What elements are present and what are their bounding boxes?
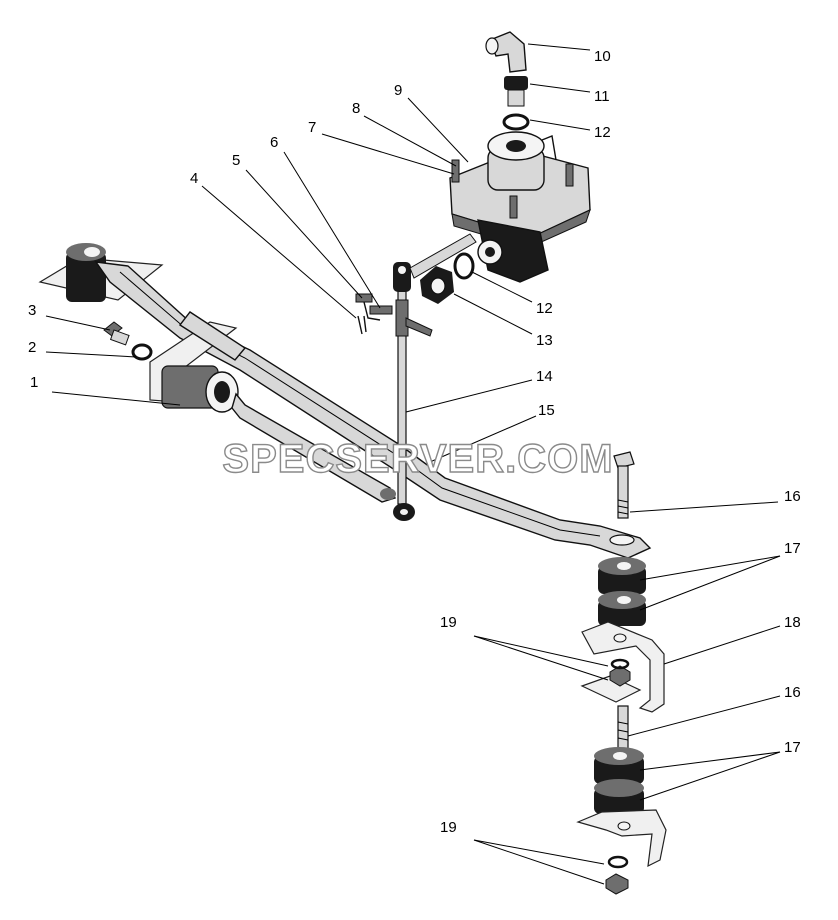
- brake-valve: [449, 131, 591, 283]
- cross-shaft: [178, 311, 396, 503]
- callout-11: 11: [594, 88, 610, 105]
- callout-1: 1: [30, 374, 38, 391]
- lower-mount-plate: [576, 809, 667, 868]
- adapter-nipple: [504, 76, 528, 107]
- sealing-ring-top: [502, 113, 530, 131]
- watermark-text: SPECSERVER.COM: [222, 437, 613, 481]
- callout-18: 18: [784, 614, 801, 631]
- union-fitting: [420, 266, 454, 304]
- callout-15: 15: [538, 402, 555, 419]
- callout-17-upper: 17: [784, 540, 801, 557]
- callout-13: 13: [536, 332, 553, 349]
- clevis-pin: [369, 305, 393, 315]
- callout-2: 2: [28, 339, 36, 356]
- cotter-pin: [357, 315, 367, 335]
- bolt-3: [103, 321, 130, 346]
- callout-16-lower: 16: [784, 684, 801, 701]
- elbow-fitting: [485, 31, 527, 73]
- callout-9: 9: [394, 82, 402, 99]
- rubber-bushing-lower-1: [594, 747, 644, 784]
- valve-arm: [409, 233, 477, 279]
- callout-17-lower: 17: [784, 739, 801, 756]
- bolt-16-upper: [613, 451, 635, 519]
- callout-19-lower: 19: [440, 819, 457, 836]
- rubber-bushing-upper-2: [598, 591, 646, 626]
- callout-14: 14: [536, 368, 553, 385]
- washer-2: [131, 343, 153, 361]
- callout-6: 6: [270, 134, 278, 151]
- left-bushing: [66, 243, 106, 302]
- callout-4: 4: [190, 170, 198, 187]
- nut-washer-lower: [605, 855, 629, 895]
- callout-10: 10: [594, 48, 611, 65]
- callout-19-upper: 19: [440, 614, 457, 631]
- rubber-bushing-lower-2: [594, 779, 644, 814]
- callout-16-upper: 16: [784, 488, 801, 505]
- callout-12-top: 12: [594, 124, 611, 141]
- callout-5: 5: [232, 152, 240, 169]
- callout-7: 7: [308, 119, 316, 136]
- nut-washer-upper: [609, 658, 631, 687]
- rubber-bushing-upper-1: [598, 557, 646, 594]
- leader-lines: [45, 43, 781, 885]
- u-bracket: [580, 621, 665, 713]
- spring-clip: [355, 293, 381, 321]
- callout-3: 3: [28, 302, 36, 319]
- callout-labels: 1 2 3 4 5 6 7 8 9 10 11 12 12 13 14 15 1…: [28, 48, 801, 836]
- callout-8: 8: [352, 100, 360, 117]
- callout-12-side: 12: [536, 300, 553, 317]
- pull-rod: [393, 262, 433, 521]
- sealing-ring-side: [453, 252, 475, 280]
